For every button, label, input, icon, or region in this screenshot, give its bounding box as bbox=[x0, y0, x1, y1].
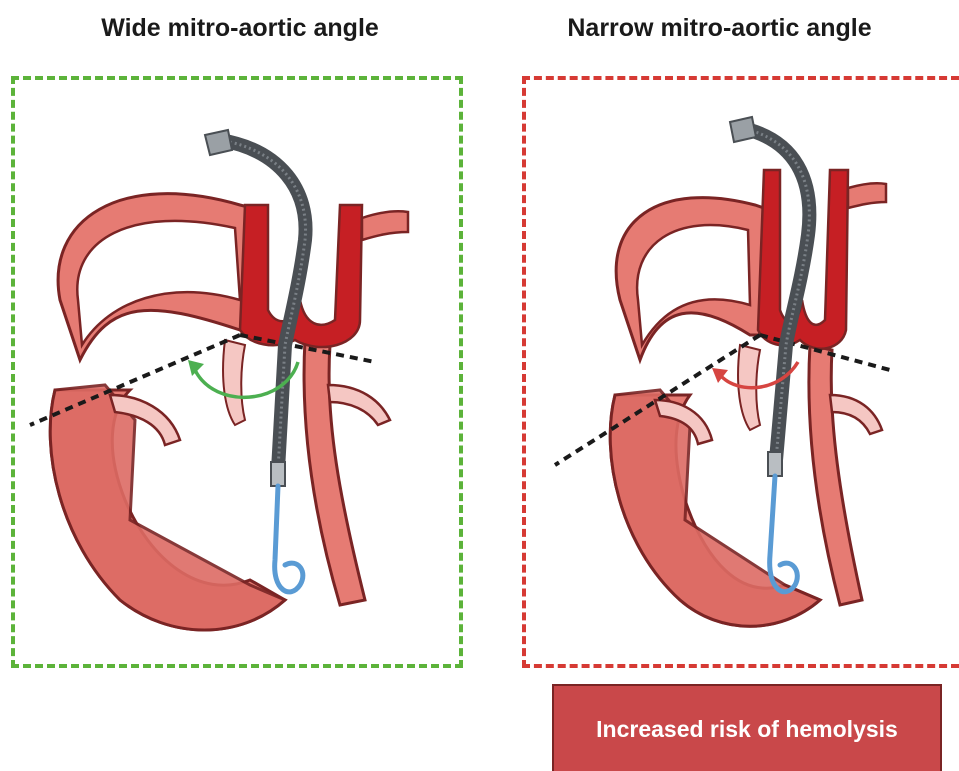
heart-inner-cavity bbox=[637, 225, 750, 345]
hemolysis-risk-callout: Increased risk of hemolysis bbox=[552, 684, 942, 771]
catheter-tip-connector bbox=[271, 462, 285, 486]
catheter-head bbox=[730, 117, 756, 142]
right-branch bbox=[328, 385, 390, 425]
right-branch bbox=[830, 395, 882, 434]
valve-leaflet bbox=[223, 340, 245, 425]
catheter-head bbox=[205, 130, 232, 155]
aortic-arch-vessel bbox=[362, 211, 408, 240]
aortic-arch-vessel bbox=[848, 183, 886, 208]
right-vessel bbox=[304, 340, 365, 605]
catheter-tip-connector bbox=[768, 452, 782, 476]
wide-angle-heart-illustration bbox=[0, 0, 480, 680]
pigtail-icon bbox=[770, 476, 798, 592]
narrow-angle-heart-illustration bbox=[480, 0, 959, 680]
pigtail-icon bbox=[275, 486, 303, 592]
right-vessel bbox=[809, 345, 862, 605]
